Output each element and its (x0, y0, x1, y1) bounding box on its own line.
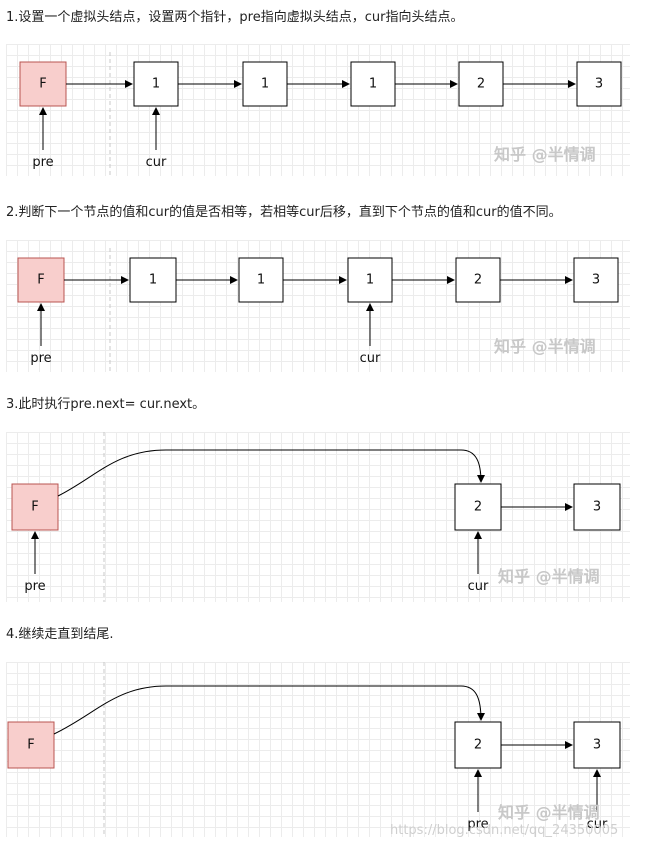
step-1-svg: F 1 1 1 2 3 pre cur 知乎 @半情调 (19, 52, 622, 176)
dummy-node (19, 61, 67, 107)
dummy-node-label: F (27, 738, 34, 753)
list-node (350, 61, 396, 107)
step-3-title: 3.此时执行pre.next= cur.next。 (6, 397, 206, 412)
list-node-label: 1 (261, 77, 269, 92)
watermark: 知乎 @半情调 (494, 145, 596, 164)
step-2-svg: F 1 1 1 2 3 pre cur 知乎 @半情调 (17, 248, 619, 372)
list-node (573, 721, 621, 769)
step-2-title: 2.判断下一个节点的值和cur的值是否相等，若相等cur后移，直到下个节点的值和… (6, 205, 562, 220)
dummy-node-label: F (37, 273, 44, 288)
step-4-title: 4.继续走直到结尾. (6, 627, 114, 642)
list-node (576, 61, 622, 107)
list-node (347, 257, 393, 303)
watermark: 知乎 @半情调 (498, 567, 600, 586)
list-node (573, 257, 619, 303)
step-4-svg: F 2 3 pre cur 知乎 @半情调 https://blog.csdn.… (7, 662, 621, 838)
dummy-node (7, 721, 55, 769)
step-2-diagram: F 1 1 1 2 3 pre cur 知乎 @半情调 (6, 240, 630, 372)
dummy-node-label: F (39, 77, 46, 92)
list-node-label: 1 (149, 273, 157, 288)
list-node (454, 721, 502, 769)
cur-pointer-label: cur (587, 817, 608, 832)
list-node (133, 61, 179, 107)
step-3-diagram: F 2 3 pre cur 知乎 @半情调 (6, 432, 630, 602)
pre-pointer-label: pre (24, 579, 45, 594)
list-node-label: 2 (474, 273, 482, 288)
list-node-label: 2 (474, 500, 482, 515)
cur-pointer-label: cur (146, 155, 167, 170)
pre-pointer-label: pre (467, 817, 488, 832)
list-node-label: 3 (593, 738, 601, 753)
list-node-label: 1 (152, 77, 160, 92)
cur-pointer-label: cur (468, 579, 489, 594)
list-node (238, 257, 284, 303)
list-node-label: 3 (595, 77, 603, 92)
list-node (455, 257, 501, 303)
step-1-title: 1.设置一个虚拟头结点，设置两个指针，pre指向虚拟头结点，cur指向头结点。 (6, 10, 464, 25)
list-node-label: 3 (593, 500, 601, 515)
step-1-diagram: F 1 1 1 2 3 pre cur 知乎 @半情调 (6, 44, 630, 176)
list-node-label: 2 (474, 738, 482, 753)
list-node (129, 257, 177, 303)
list-node (242, 61, 288, 107)
source-watermark: https://blog.csdn.net/qq_24350005 (390, 823, 618, 837)
pre-pointer-label: pre (32, 155, 53, 170)
watermark: 知乎 @半情调 (494, 337, 596, 356)
cur-pointer-label: cur (360, 351, 381, 366)
list-node (454, 483, 502, 531)
list-node-label: 1 (369, 77, 377, 92)
step-3-svg: F 2 3 pre cur 知乎 @半情调 (11, 432, 621, 602)
step-4-diagram: F 2 3 pre cur 知乎 @半情调 https://blog.csdn.… (6, 662, 630, 838)
pre-pointer-label: pre (30, 351, 51, 366)
bypass-link-arrow (53, 685, 485, 735)
watermark: 知乎 @半情调 (498, 803, 600, 822)
list-node-label: 2 (477, 77, 485, 92)
list-node-label: 3 (592, 273, 600, 288)
list-node-label: 1 (366, 273, 374, 288)
list-node (573, 483, 621, 531)
list-node-label: 1 (257, 273, 265, 288)
dummy-node (11, 483, 59, 531)
dummy-node-label: F (31, 500, 38, 515)
bypass-link-arrow (57, 449, 485, 497)
